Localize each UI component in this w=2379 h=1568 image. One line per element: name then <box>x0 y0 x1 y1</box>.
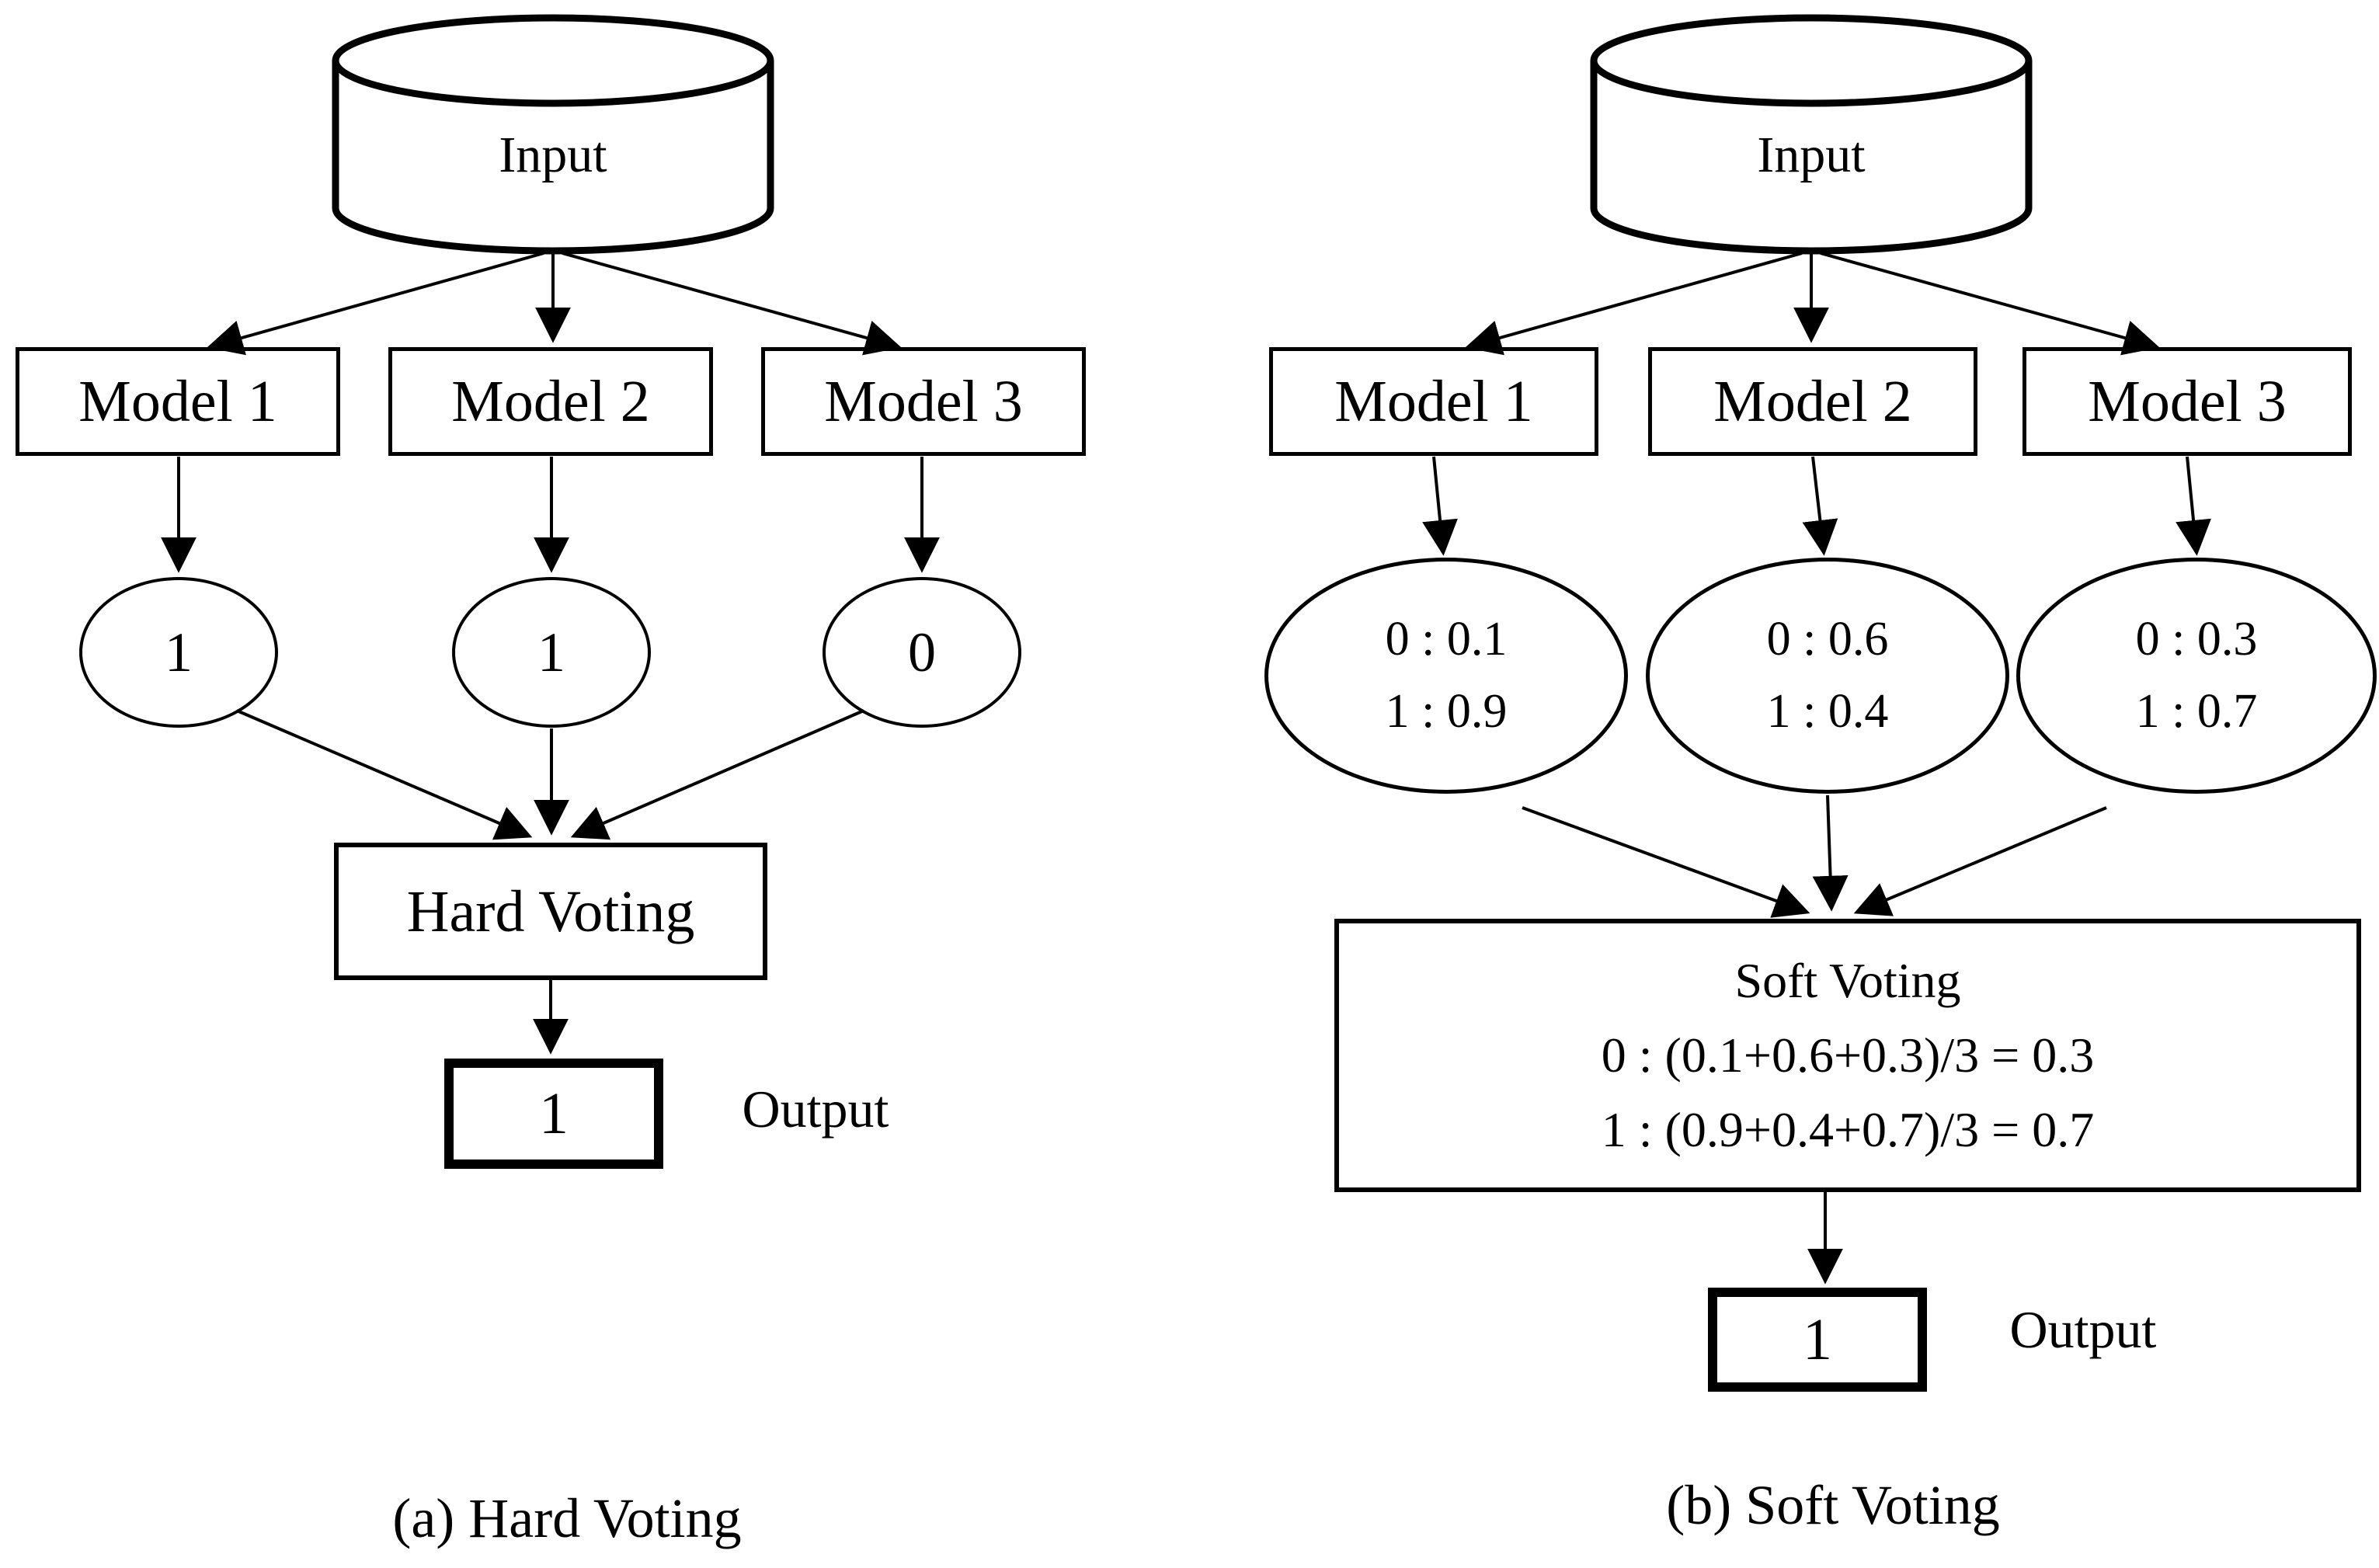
model2-box-a: Model 2 <box>388 347 713 456</box>
hard-voting-label: Hard Voting <box>406 878 695 944</box>
model3-box-b: Model 3 <box>2022 347 2352 456</box>
arrow-a-pred3-to-voting <box>570 709 864 840</box>
model2-label-b: Model 2 <box>1713 369 1912 434</box>
output-label-a-text: Output <box>742 1080 889 1139</box>
output-label-b: Output <box>1990 1299 2176 1361</box>
output-box-b: 1 <box>1708 1288 1927 1392</box>
arrow-b-input-to-model3 <box>1820 252 2160 356</box>
input-label-a: Input <box>336 124 770 186</box>
arrow-b-pred3-to-voting <box>1853 806 2107 916</box>
hard-voting-box: Hard Voting <box>334 843 767 980</box>
prediction3-ellipse-a: 0 <box>823 577 1021 728</box>
soft-voting-calc-0: 0 : (0.1+0.6+0.3)/3 = 0.3 <box>1601 1027 2095 1083</box>
output-label-a: Output <box>722 1078 909 1140</box>
prediction1-line1-b: 0 : 0.1 <box>1385 613 1508 666</box>
soft-voting-calc-1: 1 : (0.9+0.4+0.7)/3 = 0.7 <box>1601 1102 2095 1157</box>
arrow-a-input-to-model1 <box>207 252 544 356</box>
model3-label-b: Model 3 <box>2088 369 2287 434</box>
arrow-b-model1-to-pred1 <box>1422 456 1458 556</box>
prediction1-ellipse-a: 1 <box>79 577 278 728</box>
arrow-b-model2-to-pred2 <box>1802 456 1838 556</box>
output-value-b: 1 <box>1803 1307 1832 1372</box>
prediction2-ellipse-b: 0 : 0.6 1 : 0.4 <box>1646 558 2009 794</box>
arrow-b-pred2-to-voting <box>1812 794 1849 912</box>
caption-a: (a) Hard Voting <box>295 1487 839 1549</box>
prediction1-ellipse-b: 0 : 0.1 1 : 0.9 <box>1264 558 1628 794</box>
model1-box-b: Model 1 <box>1269 347 1598 456</box>
prediction3-value-a: 0 <box>908 621 936 683</box>
soft-voting-box: Soft Voting 0 : (0.1+0.6+0.3)/3 = 0.3 1 … <box>1334 919 2361 1192</box>
caption-b-text: (b) Soft Voting <box>1666 1474 2000 1536</box>
input-label-a-text: Input <box>499 127 607 183</box>
arrow-b-model3-to-pred3 <box>2176 456 2211 556</box>
model1-box-a: Model 1 <box>16 347 340 456</box>
arrow-b-pred1-to-voting <box>1522 806 1810 918</box>
model3-label-a: Model 3 <box>824 369 1023 434</box>
model2-box-b: Model 2 <box>1648 347 1977 456</box>
output-box-a: 1 <box>444 1059 663 1169</box>
model1-label-b: Model 1 <box>1334 369 1533 434</box>
prediction2-ellipse-a: 1 <box>452 577 651 728</box>
arrow-a-input-to-model3 <box>562 252 902 356</box>
prediction1-value-a: 1 <box>165 621 193 683</box>
model1-label-a: Model 1 <box>78 369 277 434</box>
prediction1-line2-b: 1 : 0.9 <box>1385 685 1508 738</box>
input-label-b: Input <box>1594 124 2029 186</box>
model3-box-a: Model 3 <box>761 347 1086 456</box>
model2-label-a: Model 2 <box>451 369 650 434</box>
caption-b: (b) Soft Voting <box>1561 1474 2105 1536</box>
output-label-b-text: Output <box>2009 1300 2157 1359</box>
prediction2-line2-b: 1 : 0.4 <box>1766 685 1889 738</box>
prediction3-line2-b: 1 : 0.7 <box>2135 685 2258 738</box>
caption-a-text: (a) Hard Voting <box>392 1487 742 1549</box>
prediction2-value-a: 1 <box>537 621 565 683</box>
output-value-a: 1 <box>539 1081 569 1146</box>
prediction2-line1-b: 0 : 0.6 <box>1766 613 1889 666</box>
prediction3-line1-b: 0 : 0.3 <box>2135 613 2258 666</box>
input-label-b-text: Input <box>1757 127 1866 183</box>
arrow-b-input-to-model1 <box>1465 252 1803 356</box>
prediction3-ellipse-b: 0 : 0.3 1 : 0.7 <box>2016 558 2377 794</box>
arrow-a-pred1-to-voting <box>236 709 533 840</box>
soft-voting-label: Soft Voting <box>1734 953 1961 1008</box>
